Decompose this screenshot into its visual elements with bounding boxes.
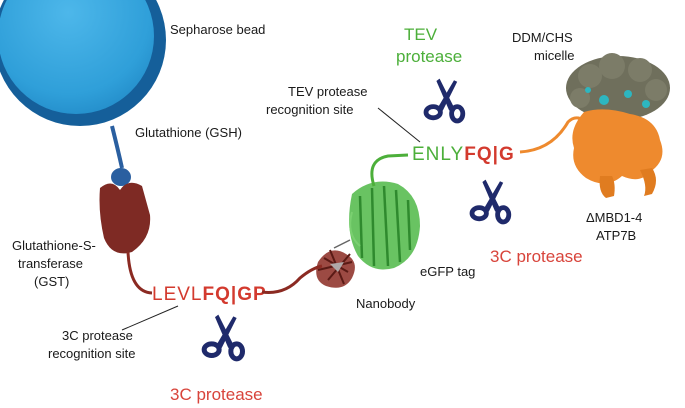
egfp-structure <box>333 181 420 270</box>
ddm-chs-micelle <box>566 53 670 120</box>
site-tev-label: TEV protease recognition site <box>266 84 368 117</box>
seq-3c: LEVLFQ|GP <box>152 284 267 305</box>
scissors-icon <box>472 180 509 222</box>
nanobody-linker <box>261 264 323 294</box>
protease-3c-right: 3C protease <box>490 247 583 266</box>
gsh-linker <box>110 125 131 186</box>
gst-protein <box>99 182 151 254</box>
nanobody-label: Nanobody <box>356 296 416 311</box>
svg-text:3C protease: 3C protease <box>62 328 133 343</box>
bead-label: Sepharose bead <box>170 22 265 37</box>
scissors-icon <box>426 79 463 121</box>
protease-3c-bottom: 3C protease <box>170 385 263 404</box>
svg-text:TEV protease: TEV protease <box>288 84 368 99</box>
nanobody-structure <box>316 249 355 288</box>
svg-text:(GST): (GST) <box>34 274 69 289</box>
svg-text:protease: protease <box>396 47 462 66</box>
svg-text:ATP7B: ATP7B <box>596 228 636 243</box>
svg-text:TEV: TEV <box>404 25 438 44</box>
atp7b-label: ΔMBD1-4 ATP7B <box>586 210 642 243</box>
egfp-label: eGFP tag <box>420 264 475 279</box>
seq-tev: ENLYFQ|G <box>412 144 515 165</box>
egfp-linker <box>370 153 409 187</box>
gst-linker <box>126 251 153 295</box>
gst-label: Glutathione-S- transferase (GST) <box>12 238 96 289</box>
atp7b-protein <box>572 109 663 198</box>
svg-text:transferase: transferase <box>18 256 83 271</box>
gsh-label: Glutathione (GSH) <box>135 125 242 140</box>
scissors-icon <box>204 315 242 359</box>
svg-text:recognition site: recognition site <box>48 346 135 361</box>
svg-text:micelle: micelle <box>534 48 574 63</box>
svg-text:recognition site: recognition site <box>266 102 353 117</box>
tev-protease-label: TEV protease <box>396 25 462 66</box>
svg-text:ΔMBD1-4: ΔMBD1-4 <box>586 210 642 225</box>
site-tev-pointer <box>377 107 421 143</box>
micelle-label: DDM/CHS micelle <box>512 30 574 63</box>
svg-text:Glutathione-S-: Glutathione-S- <box>12 238 96 253</box>
svg-text:DDM/CHS: DDM/CHS <box>512 30 573 45</box>
site-3c-label: 3C protease recognition site <box>48 328 135 361</box>
site-3c-pointer <box>121 305 179 331</box>
sepharose-bead <box>0 0 166 126</box>
